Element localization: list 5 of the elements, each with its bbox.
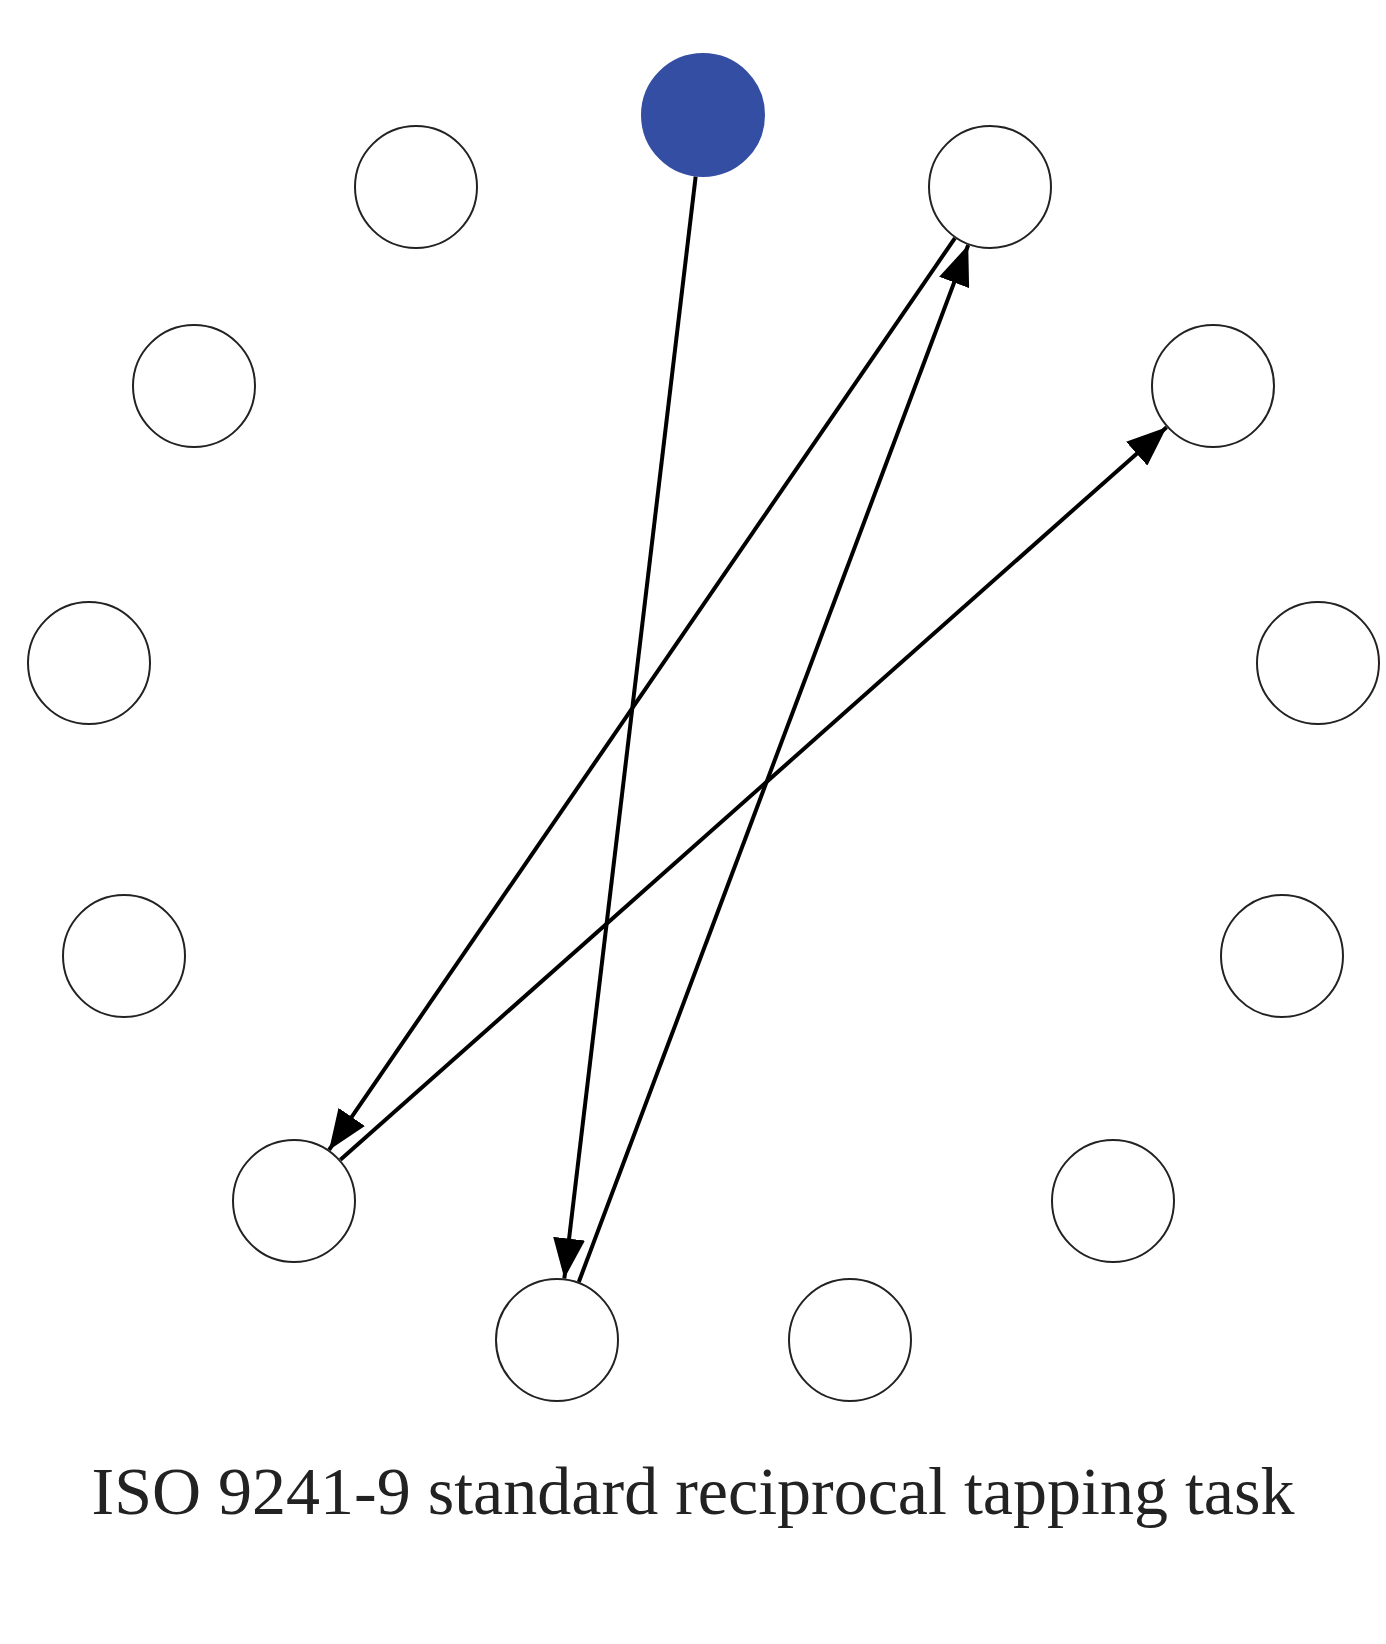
arrow [339,425,1168,1162]
arrow [327,237,957,1151]
caption: ISO 9241-9 standard reciprocal tapping task [90,1452,1296,1531]
arrow [576,244,971,1283]
arrow [553,176,698,1279]
